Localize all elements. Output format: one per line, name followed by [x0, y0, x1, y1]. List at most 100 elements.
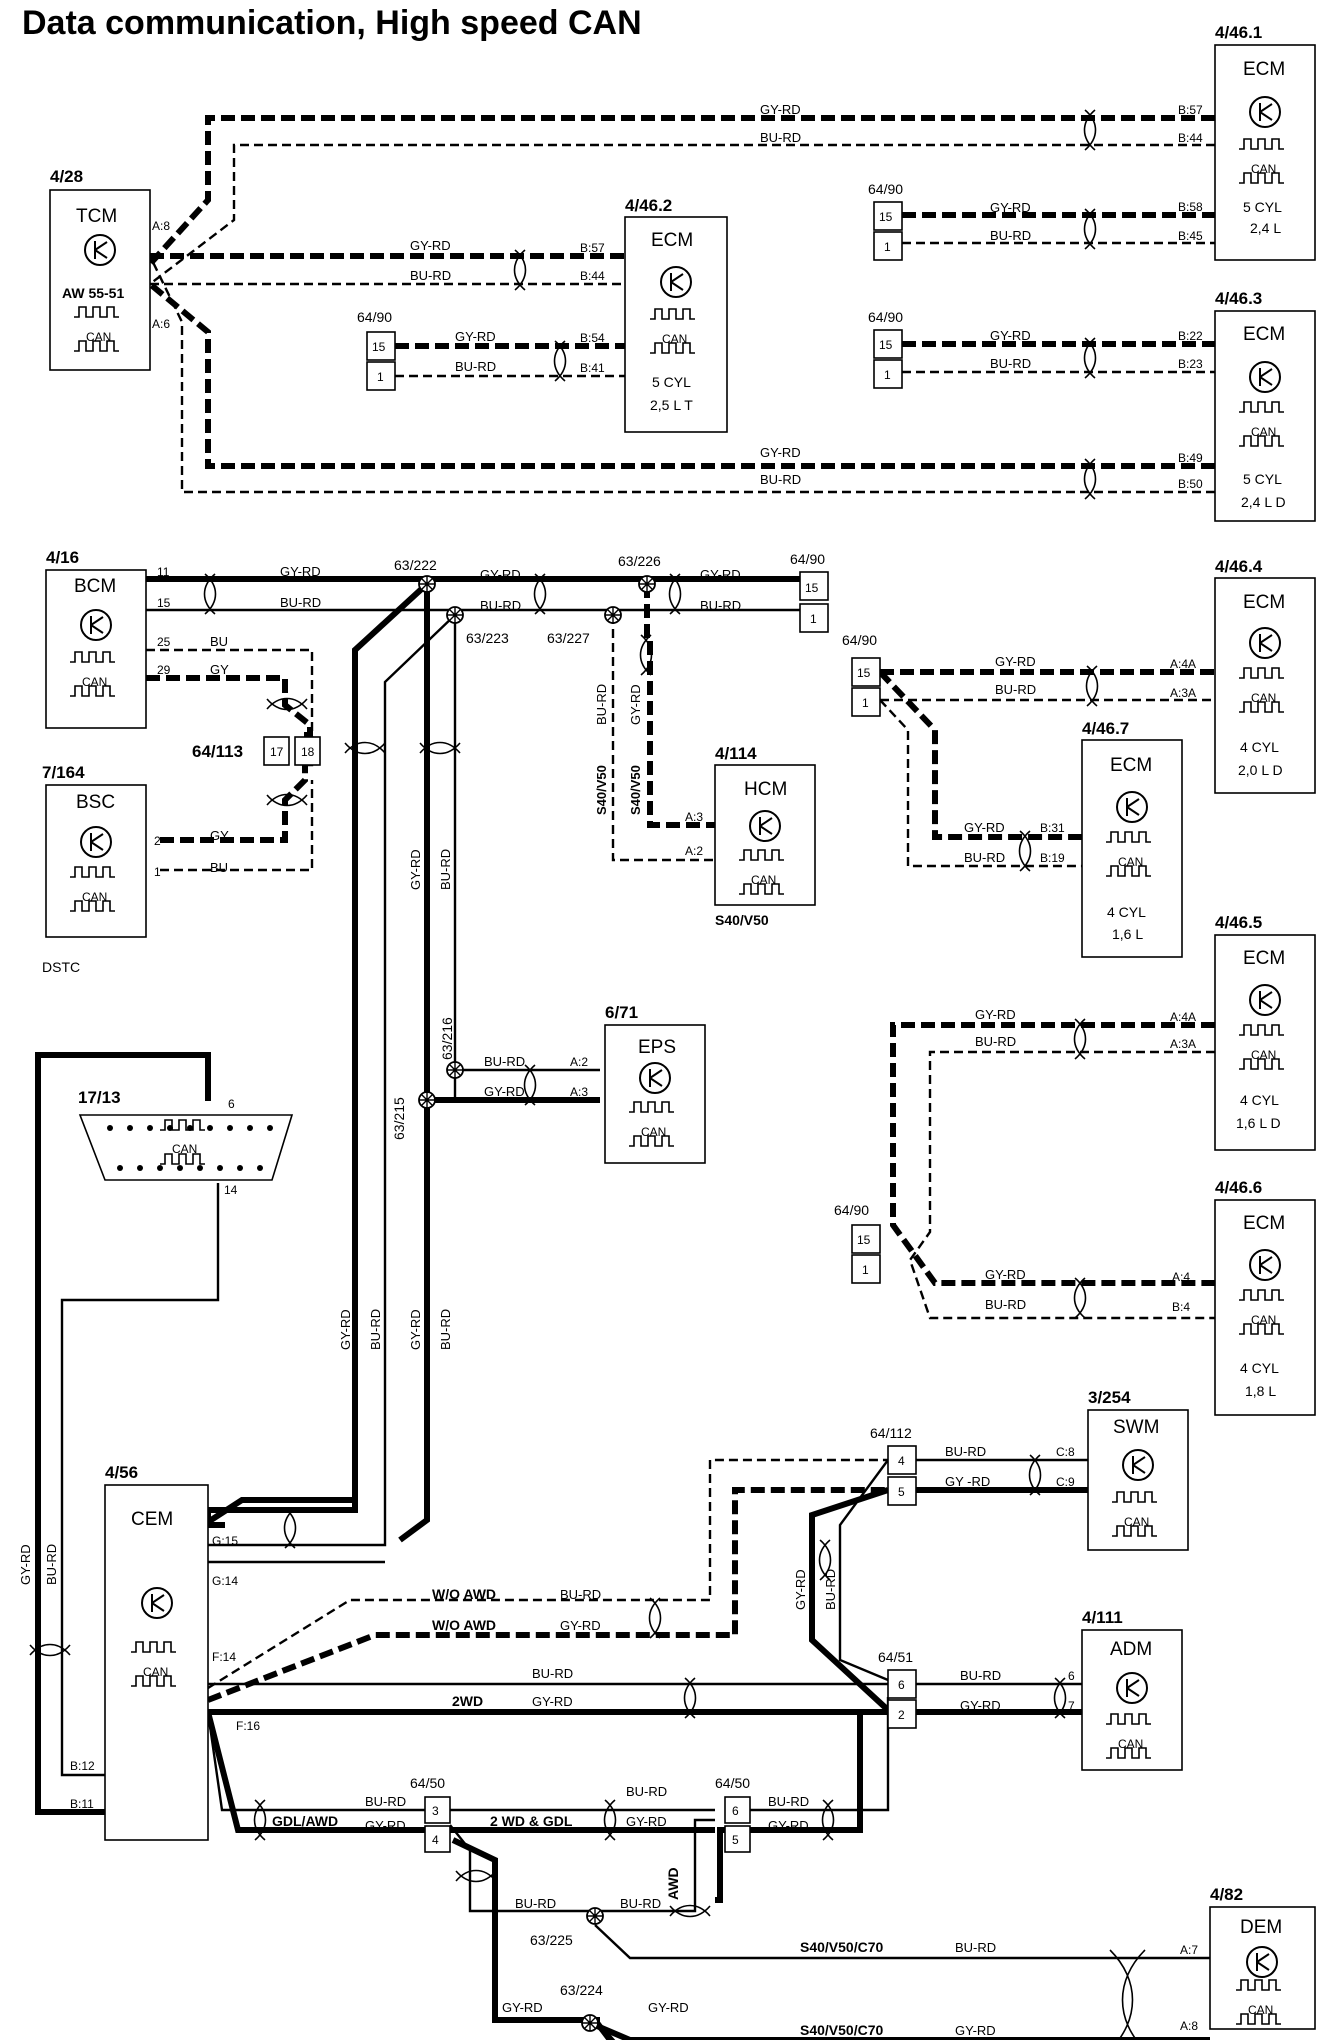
svg-text:S40/V50: S40/V50: [594, 765, 609, 815]
module-ecm-4462: 4/46.2 ECM CAN 5 CYL 2,5 L T B:57 B:44 B…: [580, 196, 728, 433]
svg-text:2: 2: [154, 834, 161, 848]
svg-text:CAN: CAN: [1251, 1048, 1276, 1062]
svg-text:C:9: C:9: [1056, 1475, 1075, 1489]
connector-64-90-f: 15 1 64/90: [834, 1202, 881, 1284]
svg-text:B:45: B:45: [1178, 229, 1203, 243]
svg-text:ECM: ECM: [1243, 59, 1285, 80]
module-ecm-4466: 4/46.6 ECM CAN 4 CYL 1,8 L A:4 B:4 GY-RD…: [985, 1178, 1316, 1416]
svg-text:4/46.7: 4/46.7: [1082, 719, 1129, 738]
module-swm: 3/254 SWM CAN C:8 C:9 BU-RD GY -RD: [945, 1388, 1189, 1551]
svg-text:A:2: A:2: [570, 1055, 588, 1069]
svg-text:GY-RD: GY-RD: [760, 445, 801, 460]
module-ecm-4461: 4/46.1 ECM CAN 5 CYL 2,4 L B:57 B:44 B:5…: [1178, 23, 1316, 261]
svg-text:64/112: 64/112: [870, 1425, 912, 1441]
svg-text:15: 15: [857, 666, 871, 680]
svg-text:BU: BU: [210, 860, 228, 875]
svg-text:B:23: B:23: [1178, 357, 1203, 371]
svg-text:17: 17: [270, 745, 284, 759]
svg-text:GY -RD: GY -RD: [945, 1474, 990, 1489]
svg-text:GY-RD: GY-RD: [484, 1084, 525, 1099]
svg-text:BU-RD: BU-RD: [560, 1587, 601, 1602]
svg-text:BU-RD: BU-RD: [945, 1444, 986, 1459]
svg-text:BU-RD: BU-RD: [990, 356, 1031, 371]
svg-text:F:16: F:16: [236, 1719, 260, 1733]
svg-text:B:12: B:12: [70, 1759, 95, 1773]
svg-text:CAN: CAN: [641, 1125, 666, 1139]
svg-text:A:3: A:3: [570, 1085, 588, 1099]
svg-text:A:4A: A:4A: [1170, 657, 1196, 671]
hcm-wire-labels: BU-RD GY-RD S40/V50 S40/V50: [594, 684, 643, 815]
svg-text:B:49: B:49: [1178, 451, 1203, 465]
svg-text:BU-RD: BU-RD: [280, 595, 321, 610]
svg-text:63/215: 63/215: [391, 1097, 407, 1140]
svg-text:5: 5: [732, 1833, 739, 1847]
svg-text:5 CYL: 5 CYL: [652, 374, 691, 390]
svg-text:S40/V50: S40/V50: [628, 765, 643, 815]
svg-text:BU-RD: BU-RD: [955, 1940, 996, 1955]
connector-64-50-right: 6 5 64/50 BU-RD GY-RD 2 WD & GDL BU-RD G…: [490, 1775, 809, 1900]
svg-text:15: 15: [805, 581, 819, 595]
svg-text:A:3A: A:3A: [1170, 1037, 1196, 1051]
svg-text:CAN: CAN: [662, 332, 687, 346]
svg-text:A:3A: A:3A: [1170, 686, 1196, 700]
svg-text:15: 15: [879, 210, 893, 224]
svg-text:BU-RD: BU-RD: [368, 1309, 383, 1350]
svg-text:BU-RD: BU-RD: [620, 1896, 661, 1911]
svg-text:GY-RD: GY-RD: [960, 1698, 1001, 1713]
connector-64-113: 17 18 64/113: [192, 736, 321, 766]
wire-notes-lower: W/O AWD BU-RD W/O AWD GY-RD BU-RD 2WD GY…: [432, 1569, 838, 1709]
svg-text:GDL/AWD: GDL/AWD: [272, 1813, 338, 1829]
page-title: Data communication, High speed CAN: [22, 4, 642, 42]
svg-text:4 CYL: 4 CYL: [1240, 739, 1279, 755]
svg-text:63/225: 63/225: [530, 1932, 573, 1948]
svg-text:6: 6: [732, 1804, 739, 1818]
svg-text:6: 6: [1068, 1669, 1075, 1683]
svg-text:DEM: DEM: [1240, 1917, 1282, 1938]
wires-cem-lower: [205, 1458, 1210, 2040]
svg-text:CAN: CAN: [1251, 691, 1276, 705]
svg-text:BU-RD: BU-RD: [990, 228, 1031, 243]
svg-text:BU-RD: BU-RD: [995, 682, 1036, 697]
svg-text:3: 3: [432, 1804, 439, 1818]
junction-labels-middle: 63/222 63/226 63/223 63/227 GY-RD BU-RD …: [391, 553, 741, 1140]
svg-text:GY-RD: GY-RD: [964, 820, 1005, 835]
svg-text:A:4: A:4: [1172, 1270, 1190, 1284]
module-adm: 4/111 ADM CAN 6 7 BU-RD GY-RD: [960, 1608, 1183, 1771]
svg-text:1: 1: [862, 696, 869, 710]
module-ecm-4467: 4/46.7 ECM CAN 4 CYL 1,6 L B:31 B:19 GY-…: [964, 719, 1183, 958]
svg-text:B:58: B:58: [1178, 200, 1203, 214]
svg-text:15: 15: [157, 596, 171, 610]
svg-text:EPS: EPS: [638, 1037, 676, 1058]
svg-text:1: 1: [862, 1263, 869, 1277]
svg-text:4/82: 4/82: [1210, 1885, 1243, 1904]
svg-text:GY-RD: GY-RD: [560, 1618, 601, 1633]
svg-text:BU-RD: BU-RD: [410, 268, 451, 283]
svg-text:BU-RD: BU-RD: [964, 850, 1005, 865]
svg-text:AWD: AWD: [665, 1867, 681, 1900]
svg-text:B:41: B:41: [580, 361, 605, 375]
junction-labels-lower: BU-RD BU-RD 63/225 63/224 GY-RD GY-RD S4…: [502, 1896, 996, 2038]
module-ecm-4464: 4/46.4 ECM CAN 4 CYL 2,0 L D A:4A A:3A: [1170, 557, 1316, 794]
svg-text:CAN: CAN: [143, 1665, 168, 1679]
svg-text:1: 1: [377, 370, 384, 384]
svg-text:C:8: C:8: [1056, 1445, 1075, 1459]
svg-text:2,5 L T: 2,5 L T: [650, 397, 693, 413]
svg-text:G:15: G:15: [212, 1534, 238, 1548]
svg-text:GY-RD: GY-RD: [990, 200, 1031, 215]
connector-64-90-a: 15 1 64/90: [790, 551, 829, 633]
svg-text:1: 1: [154, 865, 161, 879]
module-variant: AW 55-51: [62, 285, 124, 301]
svg-text:4 CYL: 4 CYL: [1240, 1092, 1279, 1108]
svg-text:GY-RD: GY-RD: [502, 2000, 543, 2015]
svg-text:GY-RD: GY-RD: [18, 1544, 33, 1585]
svg-text:15: 15: [857, 1233, 871, 1247]
svg-text:BU-RD: BU-RD: [438, 1309, 453, 1350]
svg-text:BSC: BSC: [76, 792, 115, 813]
svg-text:5: 5: [898, 1485, 905, 1499]
svg-text:1,6 L D: 1,6 L D: [1236, 1115, 1281, 1131]
svg-text:BU-RD: BU-RD: [44, 1544, 59, 1585]
svg-text:B:57: B:57: [1178, 103, 1203, 117]
svg-text:GY-RD: GY-RD: [480, 567, 521, 582]
svg-text:4 CYL: 4 CYL: [1240, 1360, 1279, 1376]
